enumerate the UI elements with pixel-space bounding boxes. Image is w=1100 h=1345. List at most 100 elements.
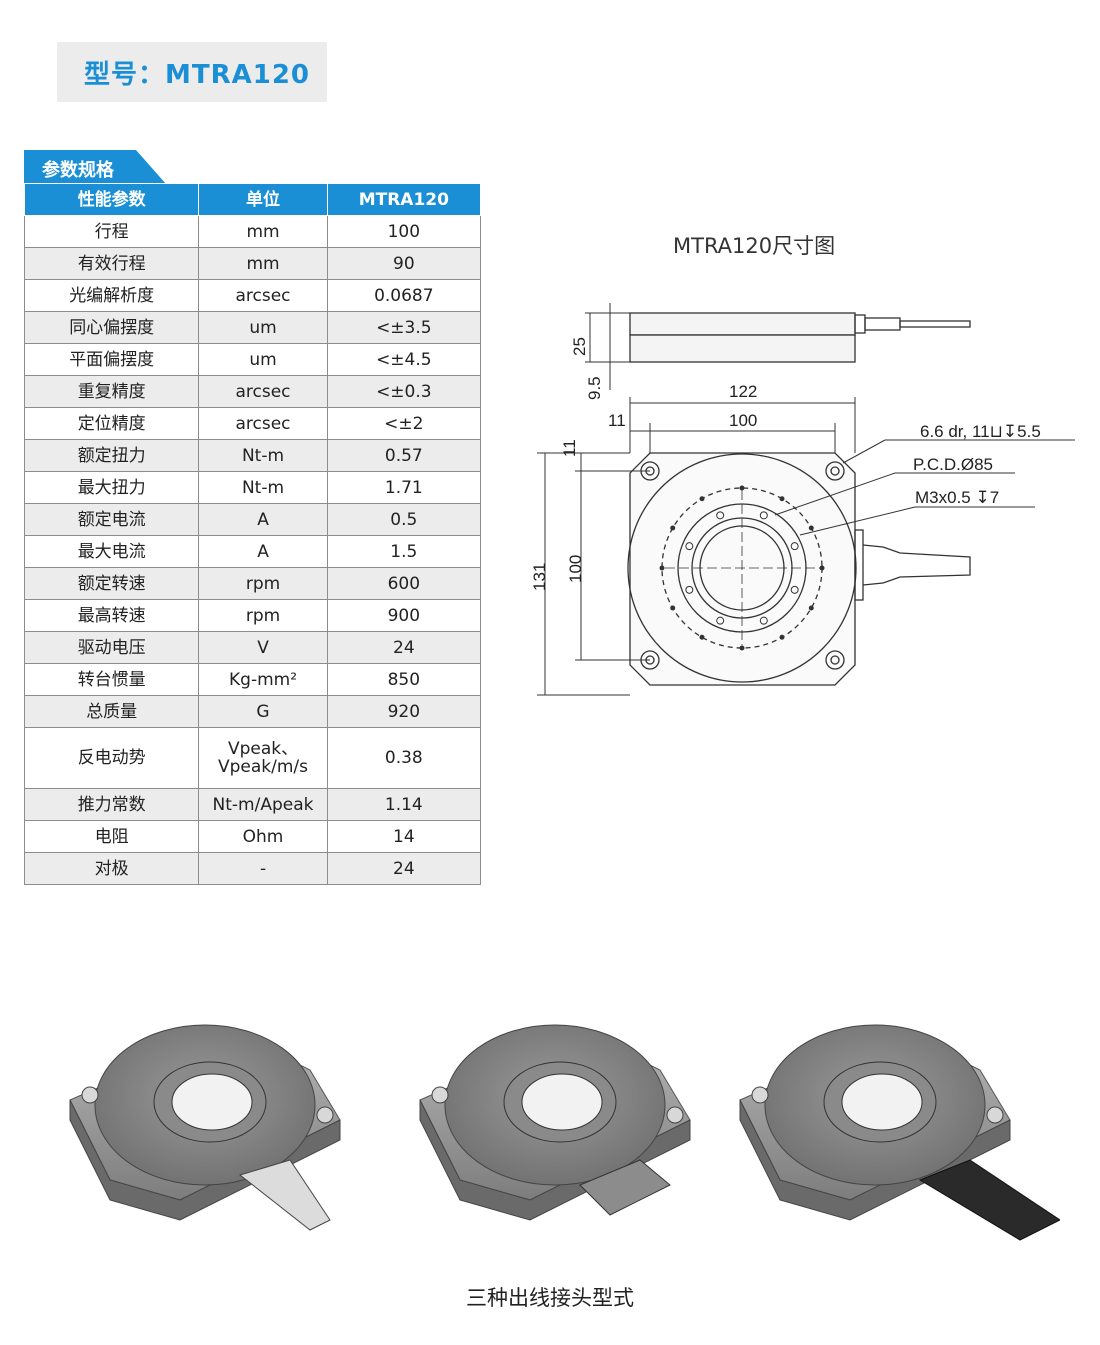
callout-mount-hole: 6.6 dr, 11⊔↧5.5 bbox=[920, 422, 1041, 441]
spec-cell-value: 24 bbox=[326, 852, 482, 885]
spec-cell-unit: Nt-m/Apeak bbox=[198, 788, 328, 821]
top-view bbox=[537, 397, 1075, 696]
callout-thread: M3x0.5 ↧7 bbox=[915, 488, 999, 507]
product-photos bbox=[69, 1024, 1060, 1241]
spec-cell-param: 反电动势 bbox=[23, 727, 200, 789]
thread-hole bbox=[759, 511, 768, 520]
pcd-hole bbox=[808, 525, 814, 531]
thread-hole bbox=[685, 542, 694, 551]
thread-hole bbox=[759, 616, 768, 625]
spec-cell-unit: Nt-m bbox=[198, 471, 328, 504]
column-header-unit: 单位 bbox=[198, 183, 328, 216]
spec-cell-value: <±4.5 bbox=[326, 343, 482, 376]
spec-cell-unit: Kg-mm² bbox=[198, 663, 328, 696]
pcd-hole bbox=[670, 605, 676, 611]
spec-cell-value: 90 bbox=[326, 247, 482, 280]
pcd-hole bbox=[779, 496, 785, 502]
pcd-hole bbox=[670, 525, 676, 531]
dim-11-vertical: 11 bbox=[560, 439, 579, 457]
spec-cell-param: 额定电流 bbox=[23, 503, 200, 536]
dim-25: 25 bbox=[570, 337, 589, 356]
spec-cell-unit: mm bbox=[198, 215, 328, 248]
spec-cell-value: 0.38 bbox=[326, 727, 482, 789]
spec-cell-unit: um bbox=[198, 343, 328, 376]
spec-cell-param: 定位精度 bbox=[23, 407, 200, 440]
spec-cell-unit: rpm bbox=[198, 599, 328, 632]
spec-cell-value: <±0.3 bbox=[326, 375, 482, 408]
pcd-hole bbox=[808, 605, 814, 611]
spec-section-tab: 参数规格 bbox=[24, 150, 166, 184]
spec-cell-param: 推力常数 bbox=[23, 788, 200, 821]
spec-cell-value: 900 bbox=[326, 599, 482, 632]
pcd-hole bbox=[659, 565, 665, 571]
dim-11-horizontal: 11 bbox=[608, 411, 626, 430]
spec-cell-param: 重复精度 bbox=[23, 375, 200, 408]
spec-cell-unit: mm bbox=[198, 247, 328, 280]
pcd-hole bbox=[779, 634, 785, 640]
spec-cell-unit: G bbox=[198, 695, 328, 728]
spec-cell-unit: - bbox=[198, 852, 328, 885]
spec-cell-value: 600 bbox=[326, 567, 482, 600]
spec-cell-param: 总质量 bbox=[23, 695, 200, 728]
spec-cell-param: 电阻 bbox=[23, 820, 200, 853]
model-title: 型号：MTRA120 bbox=[84, 59, 311, 90]
thread-hole bbox=[716, 616, 725, 625]
spec-cell-value: 14 bbox=[326, 820, 482, 853]
spec-cell-value: 1.14 bbox=[326, 788, 482, 821]
photo-flat-cable-variant bbox=[69, 1024, 341, 1231]
spec-cell-value: 0.5 bbox=[326, 503, 482, 536]
spec-tab-label: 参数规格 bbox=[42, 160, 114, 181]
thread-hole bbox=[716, 511, 725, 520]
spec-cell-value: <±2 bbox=[326, 407, 482, 440]
spec-cell-unit: arcsec bbox=[198, 279, 328, 312]
spec-cell-value: 920 bbox=[326, 695, 482, 728]
column-header-model: MTRA120 bbox=[326, 183, 482, 216]
drawing-title: MTRA120尺寸图 bbox=[673, 234, 836, 258]
spec-cell-value: 0.57 bbox=[326, 439, 482, 472]
spec-cell-param: 驱动电压 bbox=[23, 631, 200, 664]
spec-cell-unit: Vpeak、Vpeak/m/s bbox=[198, 727, 328, 789]
spec-cell-param: 额定扭力 bbox=[23, 439, 200, 472]
spec-cell-param: 光编解析度 bbox=[23, 279, 200, 312]
spec-cell-value: 100 bbox=[326, 215, 482, 248]
spec-cell-unit: V bbox=[198, 631, 328, 664]
spec-cell-param: 行程 bbox=[23, 215, 200, 248]
pcd-hole bbox=[699, 496, 705, 502]
spec-cell-param: 对极 bbox=[23, 852, 200, 885]
thread-hole bbox=[790, 585, 799, 594]
spec-row: 对极-24 bbox=[23, 852, 482, 885]
spec-cell-value: 1.5 bbox=[326, 535, 482, 568]
spec-cell-unit: Nt-m bbox=[198, 439, 328, 472]
photo-ribbon-cable-variant bbox=[739, 1024, 1060, 1241]
spec-cell-value: 850 bbox=[326, 663, 482, 696]
spec-cell-value: <±3.5 bbox=[326, 311, 482, 344]
pcd-hole bbox=[819, 565, 825, 571]
spec-cell-param: 平面偏摆度 bbox=[23, 343, 200, 376]
spec-cell-unit: um bbox=[198, 311, 328, 344]
dim-100-height: 100 bbox=[566, 555, 585, 583]
thread-hole bbox=[685, 585, 694, 594]
spec-cell-param: 转台惯量 bbox=[23, 663, 200, 696]
spec-cell-unit: A bbox=[198, 503, 328, 536]
spec-cell-value: 1.71 bbox=[326, 471, 482, 504]
spec-cell-unit: arcsec bbox=[198, 375, 328, 408]
pcd-hole bbox=[739, 485, 745, 491]
photos-caption: 三种出线接头型式 bbox=[466, 1286, 634, 1310]
